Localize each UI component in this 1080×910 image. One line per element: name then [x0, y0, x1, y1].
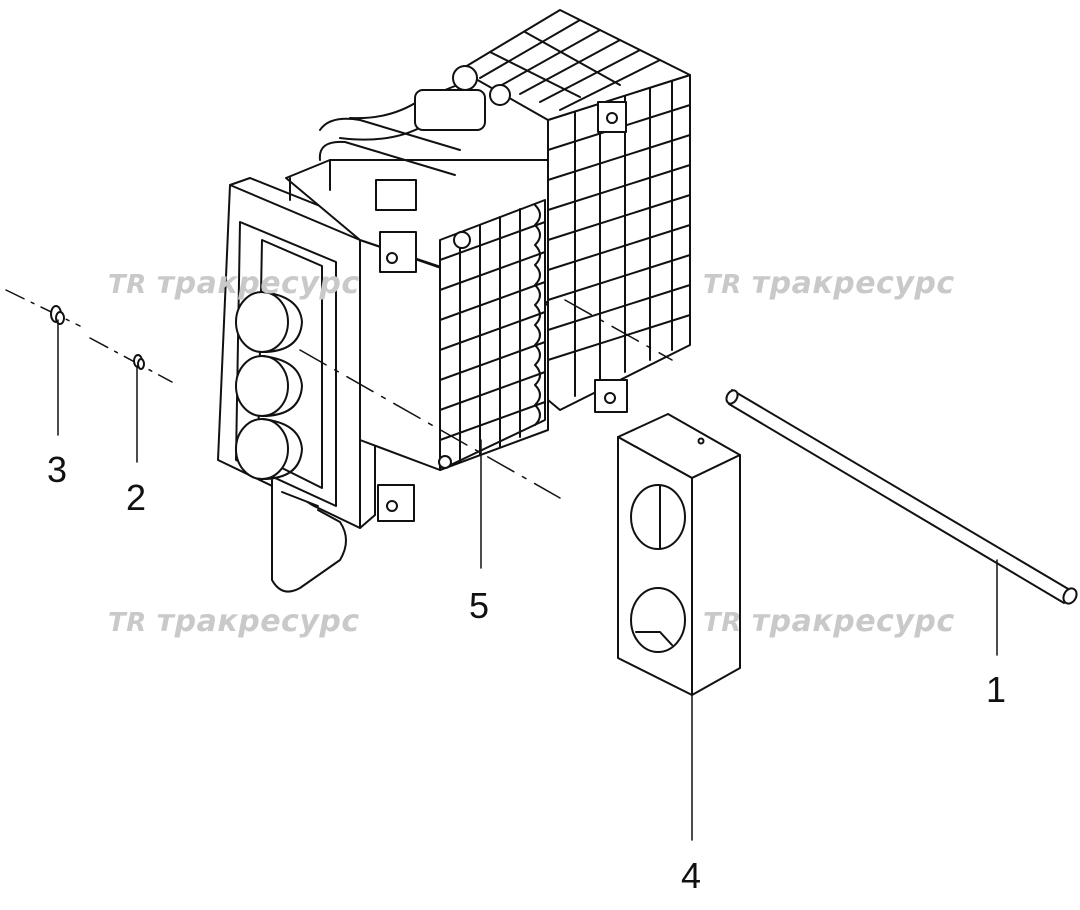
callout-3: 3	[47, 449, 68, 490]
watermark: TR тракресурс	[108, 266, 360, 301]
watermark-logo: TR	[108, 608, 147, 638]
callout-2: 2	[126, 477, 147, 518]
watermark-text: тракресурс	[751, 604, 955, 639]
fastener-part-2	[89, 337, 173, 383]
coolant-pipes	[318, 65, 511, 176]
evaporator-core	[459, 9, 691, 411]
tube-part-1	[725, 389, 1078, 605]
duct-outlets	[235, 291, 303, 480]
callout-4: 4	[681, 855, 702, 896]
watermark: TR тракресурс	[108, 604, 360, 639]
watermark-text: тракресурс	[156, 266, 360, 301]
watermark-logo: TR	[703, 608, 742, 638]
leader-lines	[57, 319, 998, 841]
watermark-logo: TR	[703, 270, 742, 300]
watermark-logo: TR	[108, 270, 147, 300]
callout-1: 1	[986, 669, 1007, 710]
heater-unit-part-5	[217, 9, 691, 593]
watermark: TR тракресурс	[703, 604, 955, 639]
callout-5: 5	[469, 585, 490, 626]
heater-core	[439, 199, 546, 471]
watermark: TR тракресурс	[703, 266, 955, 301]
seal-block-part-4	[617, 413, 741, 696]
mounting-brackets	[375, 101, 628, 522]
watermark-text: тракресурс	[156, 604, 360, 639]
watermark-text: тракресурс	[751, 266, 955, 301]
fastener-part-3	[5, 289, 81, 327]
